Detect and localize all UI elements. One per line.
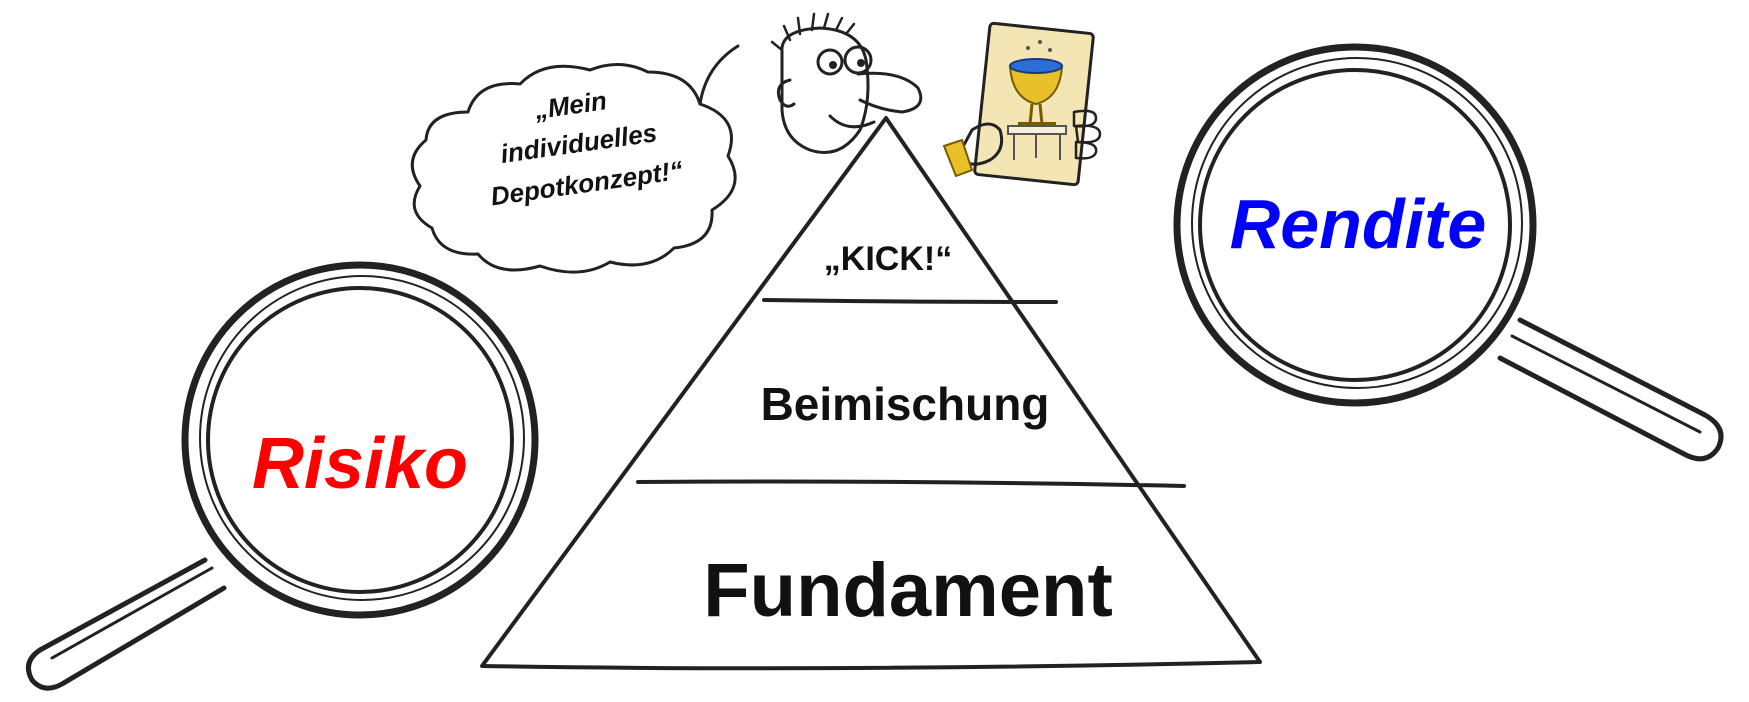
cartoon-person-icon [770,12,923,154]
pyramid-base-label: Fundament [703,548,1113,633]
pyramid-top-label: „KICK!“ [824,240,952,278]
magnifier-rendite-icon [1173,43,1724,462]
pyramid [480,116,1262,671]
magnifier-risiko-icon [25,261,539,691]
thought-bubble-icon [410,44,740,274]
trophy-card-icon [973,21,1095,187]
hand-icon [942,109,1102,178]
bubble-line-1: „Mein [532,85,609,125]
risiko-label: Risiko [252,424,468,504]
rendite-label: Rendite [1230,185,1487,263]
pyramid-middle-label: Beimischung [761,378,1050,430]
